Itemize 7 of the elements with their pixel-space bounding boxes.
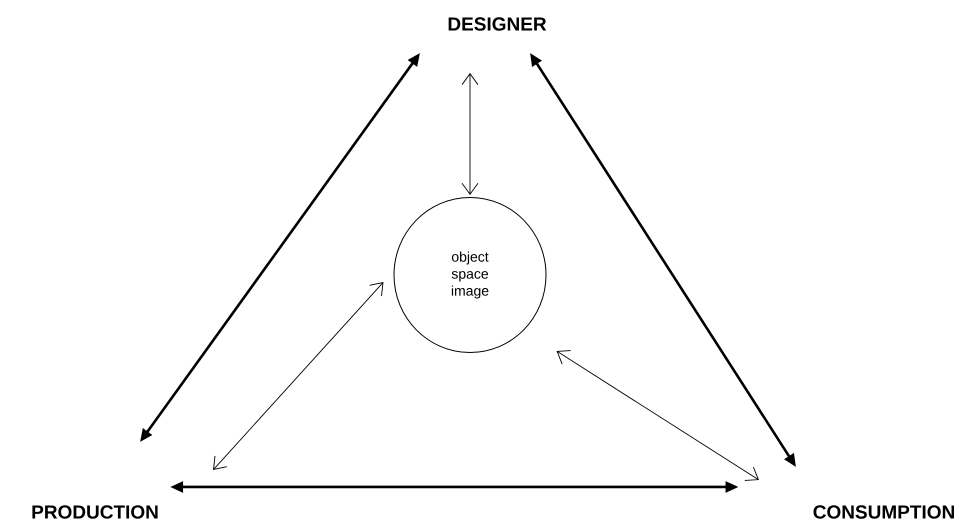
label-text: PRODUCTION bbox=[32, 505, 158, 519]
arrow bbox=[462, 72, 478, 195]
arrow bbox=[556, 350, 759, 481]
label-text: CONSUMPTION bbox=[814, 505, 954, 519]
ellipse-node: object space image bbox=[394, 196, 546, 353]
label-text: DESIGNER bbox=[448, 17, 546, 31]
arrow bbox=[213, 282, 384, 470]
